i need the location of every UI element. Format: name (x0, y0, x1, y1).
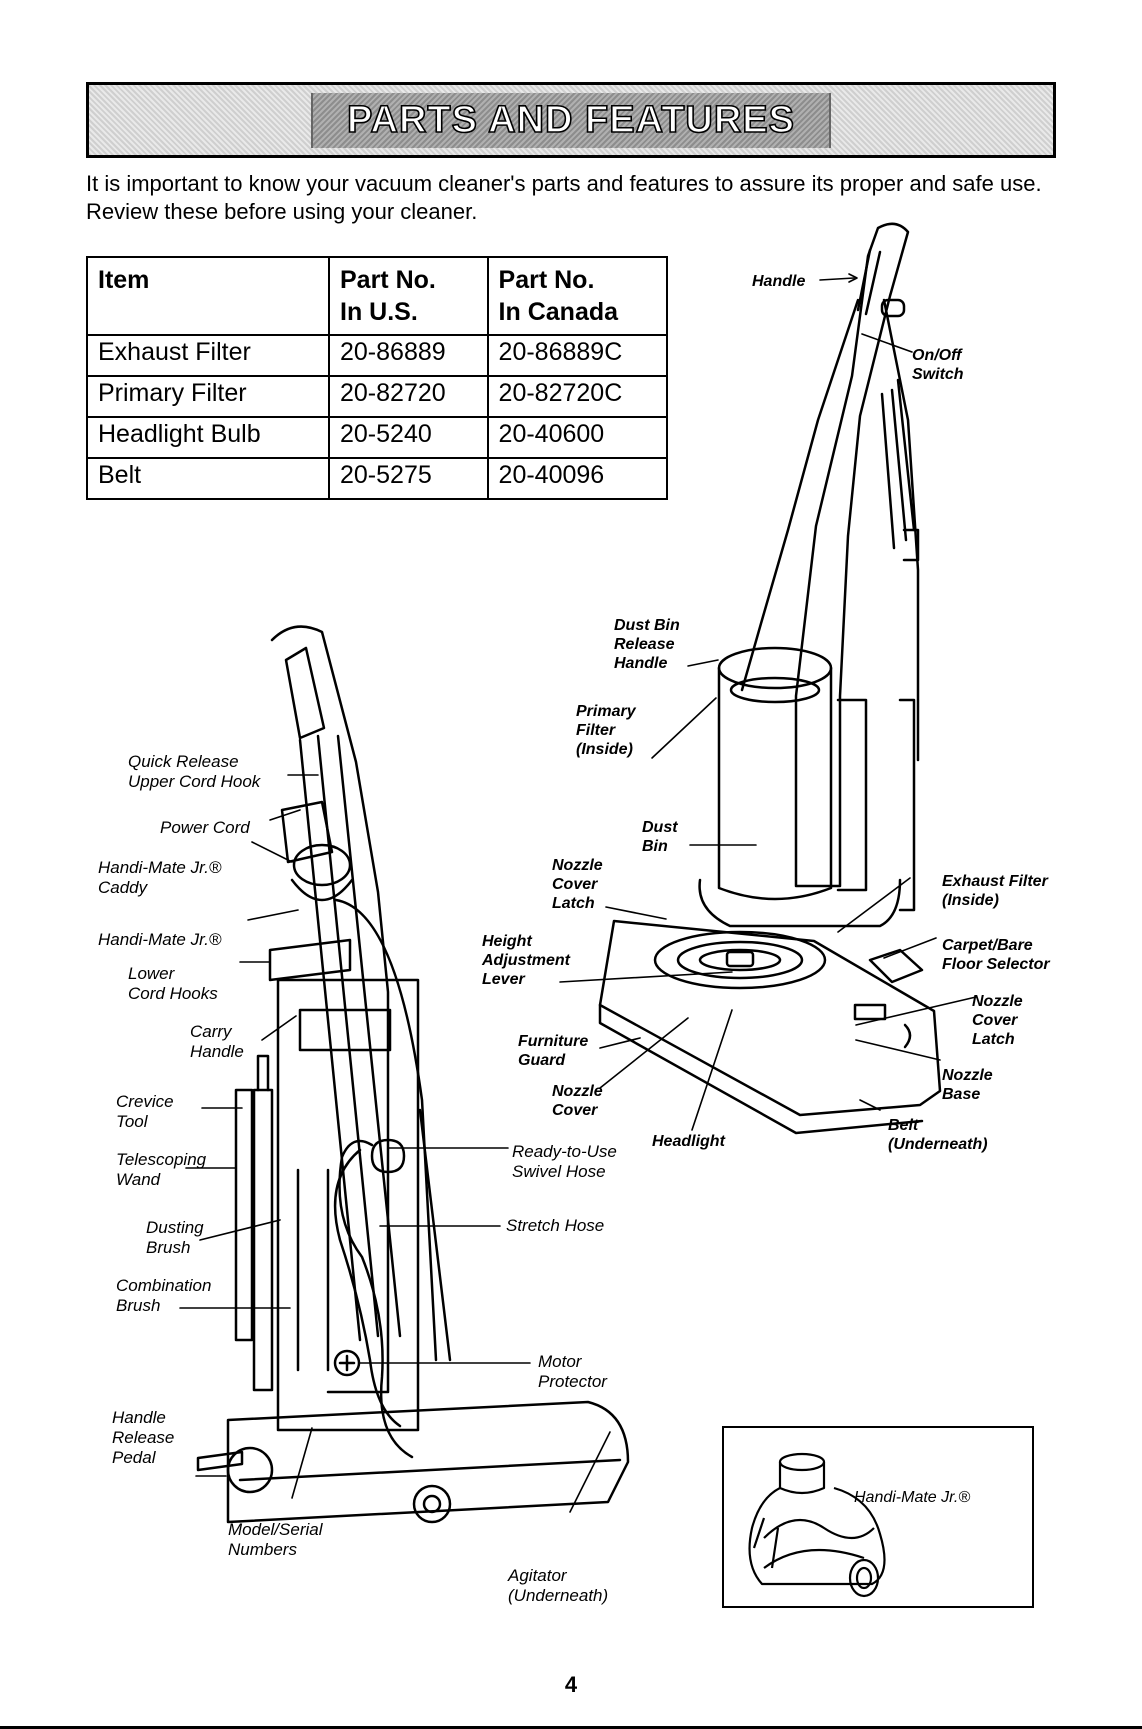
label-combination-brush: Combination Brush (116, 1276, 211, 1316)
label-exhaust-filter: Exhaust Filter (Inside) (942, 872, 1048, 910)
label-on-off-switch: On/Off Switch (912, 346, 964, 384)
label-nozzle-base: Nozzle Base (942, 1066, 993, 1104)
label-carpet-bare-floor-selector: Carpet/Bare Floor Selector (942, 936, 1050, 974)
label-motor-protector: Motor Protector (538, 1352, 607, 1392)
label-model-serial-numbers: Model/Serial Numbers (228, 1520, 323, 1560)
label-crevice-tool: Crevice Tool (116, 1092, 174, 1132)
label-power-cord: Power Cord (160, 818, 250, 838)
label-handi-mate: Handi-Mate Jr.® (98, 930, 221, 950)
label-nozzle-cover-latch-right: Nozzle Cover Latch (972, 992, 1023, 1049)
inset-label-handi-mate: Handi-Mate Jr.® (854, 1488, 970, 1508)
label-handle-release-pedal: Handle Release Pedal (112, 1408, 174, 1468)
label-telescoping-wand: Telescoping Wand (116, 1150, 206, 1190)
vacuum-rear-view-drawing (600, 224, 940, 1133)
label-primary-filter: Primary Filter (Inside) (576, 702, 636, 759)
handi-mate-inset: Handi-Mate Jr.® (722, 1426, 1034, 1608)
label-nozzle-cover-latch-left: Nozzle Cover Latch (552, 856, 603, 913)
label-dust-bin: Dust Bin (642, 818, 678, 856)
label-furniture-guard: Furniture Guard (518, 1032, 588, 1070)
label-stretch-hose: Stretch Hose (506, 1216, 604, 1236)
label-lower-cord-hooks: Lower Cord Hooks (128, 964, 218, 1004)
label-dust-bin-release-handle: Dust Bin Release Handle (614, 616, 680, 673)
label-belt: Belt (Underneath) (888, 1116, 988, 1154)
label-carry-handle: Carry Handle (190, 1022, 244, 1062)
page-number: 4 (0, 1672, 1142, 1698)
label-handle: Handle (752, 272, 805, 291)
label-quick-release-upper-cord-hook: Quick Release Upper Cord Hook (128, 752, 260, 792)
label-height-adjustment-lever: Height Adjustment Lever (482, 932, 570, 989)
label-handi-mate-caddy: Handi-Mate Jr.® Caddy (98, 858, 221, 898)
label-agitator: Agitator (Underneath) (508, 1566, 608, 1606)
label-dusting-brush: Dusting Brush (146, 1218, 204, 1258)
handi-mate-drawing (724, 1428, 1032, 1606)
label-headlight: Headlight (652, 1132, 725, 1151)
label-ready-to-use-swivel-hose: Ready-to-Use Swivel Hose (512, 1142, 617, 1182)
label-nozzle-cover: Nozzle Cover (552, 1082, 603, 1120)
